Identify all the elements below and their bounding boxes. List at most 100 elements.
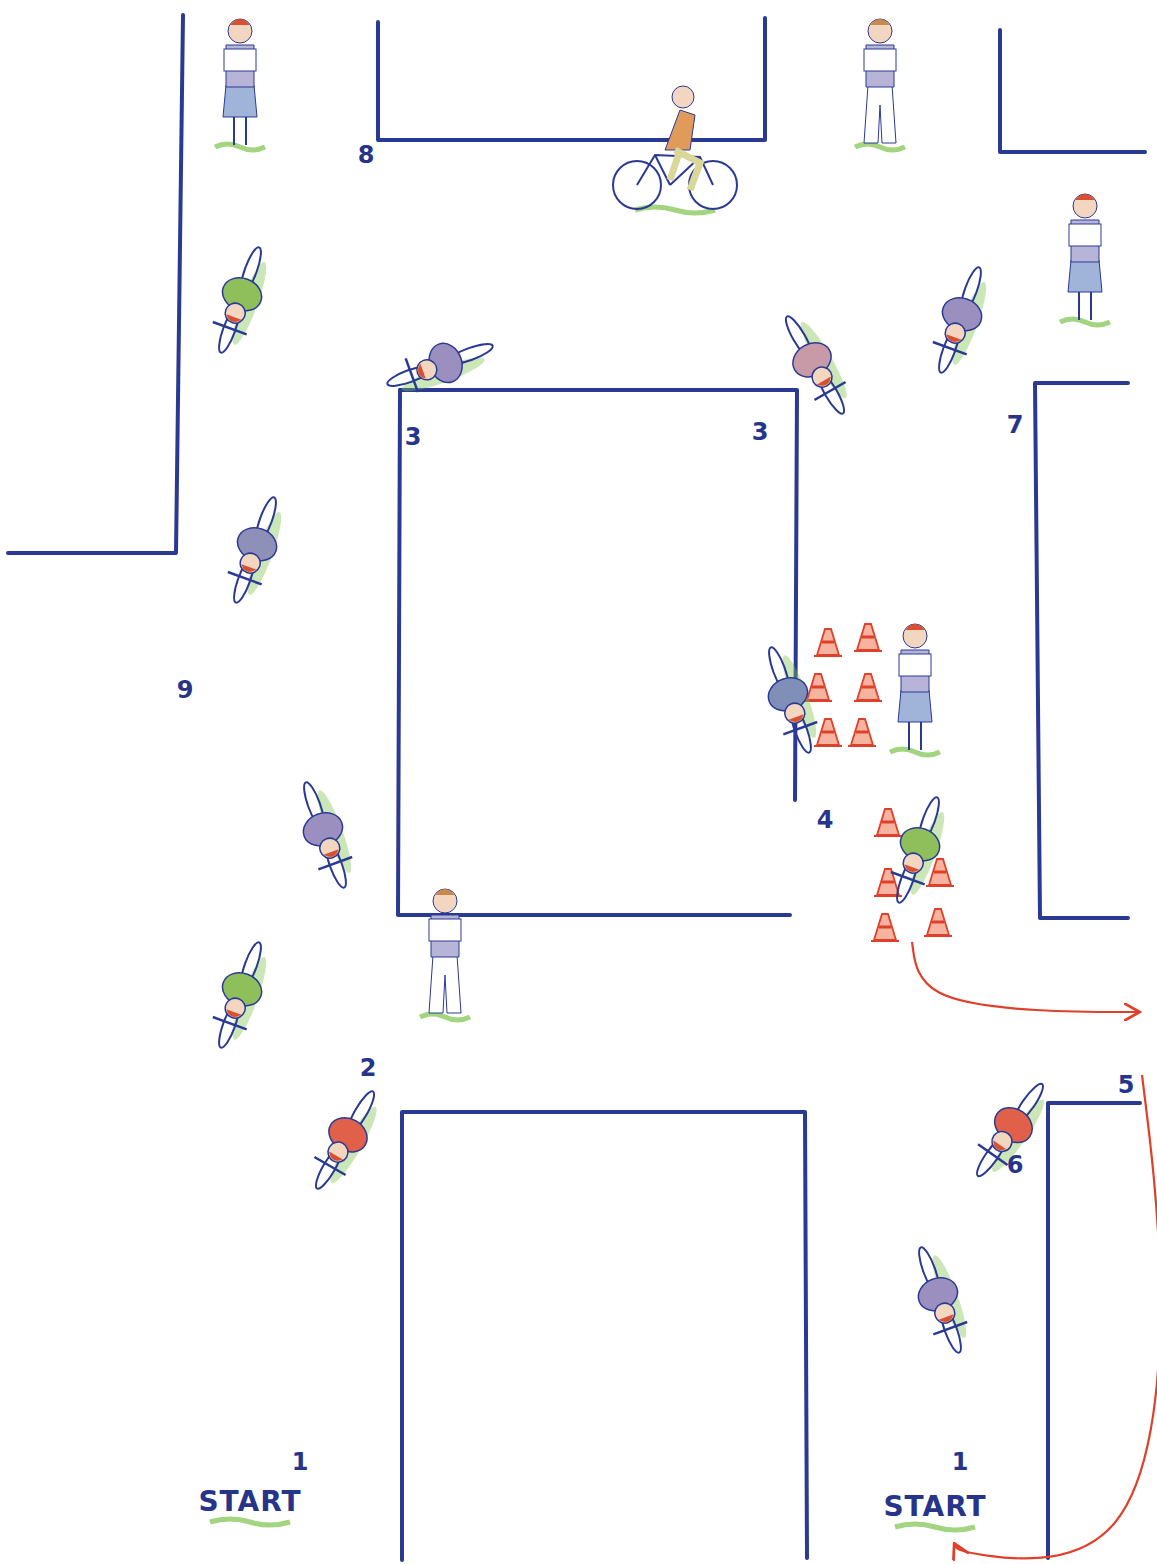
- drawing-part: [988, 1128, 1016, 1156]
- course-wall: [378, 18, 765, 140]
- callout-number: 7: [1007, 413, 1024, 437]
- riders: [202, 241, 1058, 1360]
- cyclist: [217, 491, 293, 610]
- route-arrow: [912, 942, 1138, 1012]
- drawing-part: [327, 1152, 343, 1164]
- cyclist: [287, 776, 363, 895]
- drawing-part: [213, 322, 247, 334]
- drawing-part: [933, 1322, 967, 1334]
- drawing-part: [874, 914, 896, 940]
- drawing-part: [864, 85, 896, 143]
- drawing-part: [224, 49, 256, 71]
- callout-number: 6: [1007, 1153, 1024, 1177]
- cyclist: [922, 261, 998, 380]
- drawing-part: [225, 314, 242, 324]
- callout-number: 8: [358, 143, 375, 167]
- drawing-part: [899, 654, 931, 676]
- callout-number: 9: [177, 678, 194, 702]
- cyclist: [300, 1082, 391, 1199]
- grass-mark: [895, 1524, 975, 1530]
- drawing-part: [822, 641, 834, 644]
- traffic-cone: [814, 629, 842, 656]
- drawing-part: [429, 919, 461, 941]
- drawing-part: [670, 150, 700, 190]
- start-label: START: [883, 1493, 986, 1521]
- drawing-part: [903, 864, 920, 874]
- drawing-part: [237, 550, 263, 576]
- drawing-part: [898, 690, 932, 722]
- grass-mark: [890, 749, 940, 755]
- callout-number: 1: [292, 1450, 309, 1474]
- drawing-part: [945, 334, 962, 344]
- grass-mark: [1060, 319, 1110, 325]
- drawing-part: [433, 889, 457, 913]
- cyclist: [752, 641, 828, 760]
- course-wall: [1048, 1103, 1140, 1558]
- traffic-cone: [871, 914, 899, 941]
- drawing-part: [228, 572, 262, 584]
- drawing-part: [222, 300, 248, 326]
- drawing-part: [939, 1314, 956, 1324]
- drawing-part: [854, 700, 882, 702]
- drawing-part: [1068, 260, 1102, 292]
- callout-number: 5: [1118, 1073, 1135, 1097]
- course-wall: [1000, 30, 1145, 152]
- drawing-part: [210, 1519, 290, 1525]
- drawing-part: [807, 674, 829, 700]
- grass-mark: [855, 144, 905, 150]
- drawing-part: [857, 624, 879, 650]
- drawing-part: [672, 86, 694, 108]
- drawing-part: [814, 745, 842, 747]
- drawing-part: [817, 719, 839, 745]
- drawing-part: [414, 357, 440, 383]
- drawing-part: [808, 363, 835, 390]
- drawing-part: [822, 731, 834, 734]
- cyclist: [770, 307, 861, 424]
- drawing-part: [230, 19, 250, 25]
- drawing-part: [416, 364, 426, 381]
- drawing-part: [932, 1300, 958, 1326]
- drawing-part: [814, 655, 842, 657]
- drawing-part: [990, 1140, 1006, 1153]
- drawing-part: [429, 955, 461, 1013]
- drawing-part: [934, 871, 946, 874]
- drawing-part: [857, 674, 879, 700]
- drawing-part: [222, 995, 248, 1021]
- cyclist: [202, 936, 278, 1055]
- grass-mark: [420, 1014, 470, 1020]
- drawing-part: [1073, 194, 1097, 218]
- callout-number: 1: [952, 1450, 969, 1474]
- traffic-cone: [854, 674, 882, 701]
- drawing-part: [1069, 224, 1101, 246]
- drawing-part: [854, 650, 882, 652]
- callout-number: 2: [360, 1056, 377, 1080]
- course-walls: [8, 15, 1145, 1560]
- drawing-part: [895, 1524, 975, 1530]
- cyclist-side: [613, 86, 737, 213]
- drawing-part: [864, 49, 896, 71]
- cyclist: [202, 241, 278, 360]
- drawing-part: [324, 849, 341, 859]
- drawing-part: [926, 885, 954, 887]
- drawing-part: [817, 377, 833, 389]
- cones: [804, 624, 954, 941]
- drawing-part: [228, 19, 252, 43]
- examiners: [215, 19, 1110, 1020]
- callout-number: 3: [752, 420, 769, 444]
- course-wall: [398, 390, 790, 915]
- callout-number: 3: [405, 425, 422, 449]
- drawing-part: [882, 881, 894, 884]
- grass-mark: [215, 144, 265, 150]
- drawing-part: [789, 714, 806, 724]
- drawing-part: [903, 624, 927, 648]
- drawing-part: [223, 85, 257, 117]
- callout-number: 4: [817, 808, 834, 832]
- cyclist: [381, 327, 500, 403]
- drawing-part: [882, 821, 894, 824]
- drawing-part: [871, 940, 899, 942]
- cyclist: [902, 1241, 978, 1360]
- drawing-part: [862, 686, 874, 689]
- route-arrow: [955, 1075, 1157, 1559]
- drawing-part: [240, 564, 257, 574]
